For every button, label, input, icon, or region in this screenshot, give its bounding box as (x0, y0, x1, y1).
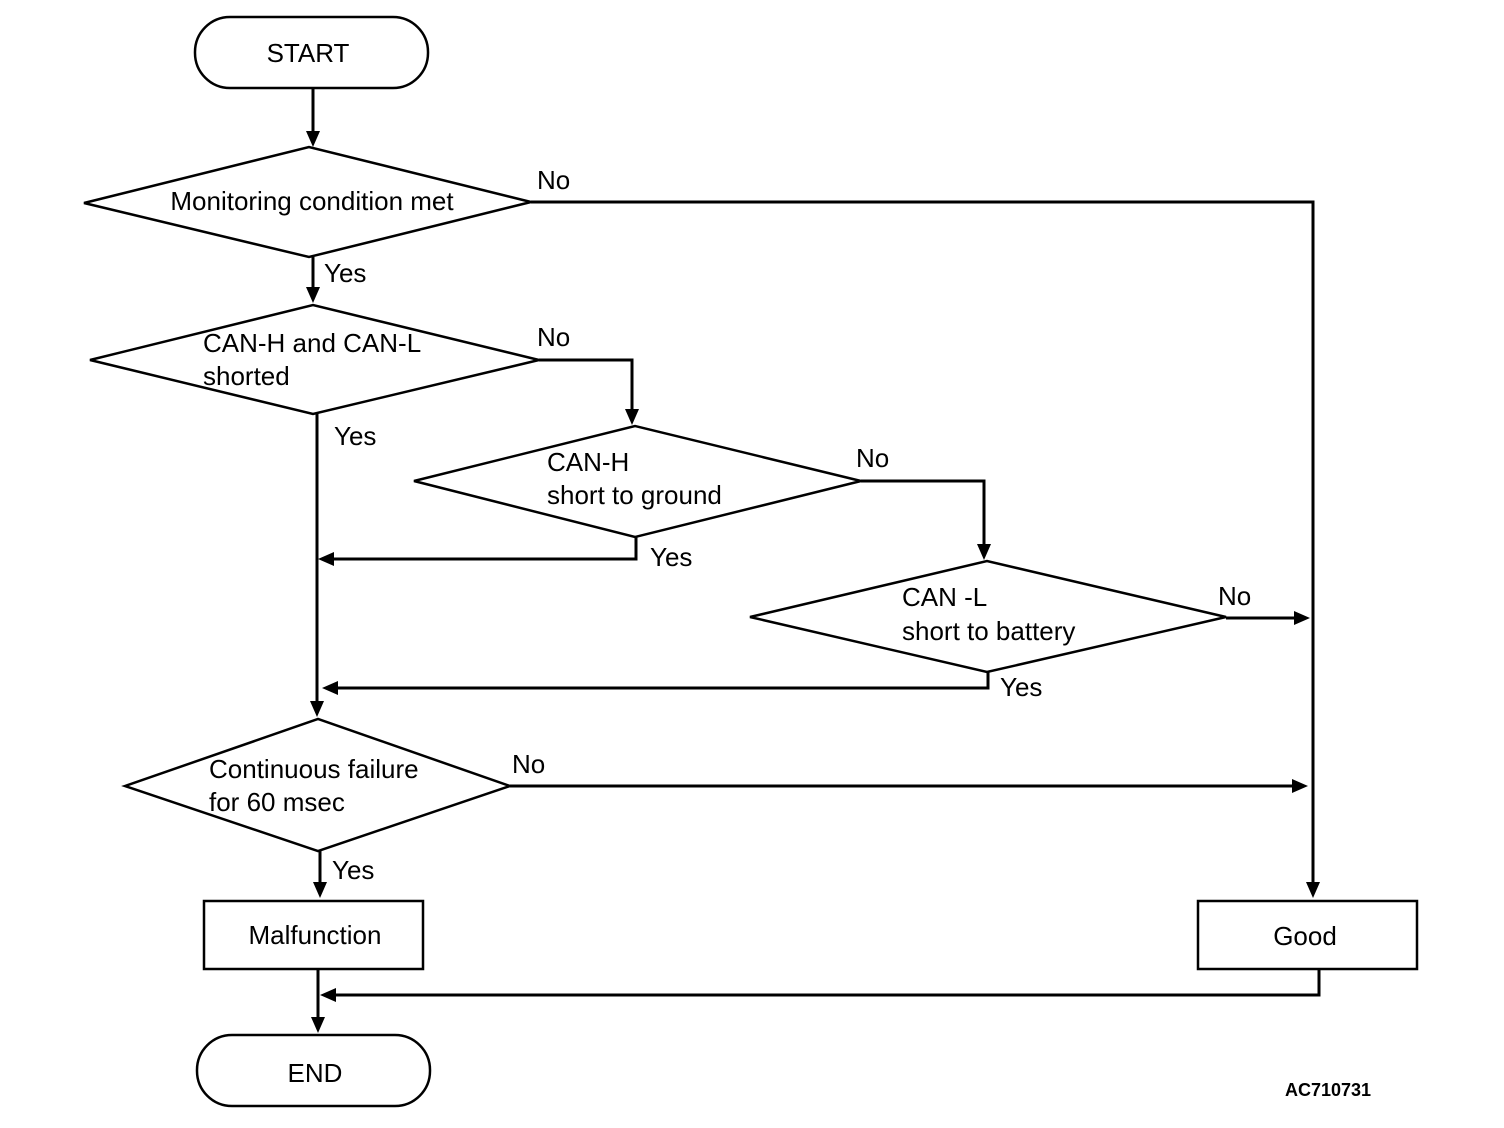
monitoring-yes-label: Yes (324, 258, 366, 288)
node-start: START (193, 15, 430, 90)
continuous-label-line1: Continuous failure (209, 754, 419, 784)
node-good: Good (1196, 899, 1419, 971)
connector-can-h-ground-yes (332, 536, 638, 561)
end-label: END (288, 1058, 343, 1088)
connector-can-shorted-no (539, 358, 634, 411)
connector-monitoring-no-to-good (531, 200, 1315, 884)
node-malfunction: Malfunction (202, 899, 425, 971)
connector-can-h-ground-no (861, 479, 986, 546)
figure-code: AC710731 (1285, 1080, 1371, 1100)
connector-lines (311, 88, 1321, 1019)
arrowhead-continuous-no-to-good-line (1292, 779, 1308, 793)
arrowhead-to-can-l-battery (977, 544, 991, 560)
arrowhead-good-to-end-merge (320, 988, 336, 1002)
start-label: START (267, 38, 350, 68)
can-h-ground-label-line1: CAN-H (547, 447, 629, 477)
terminal-shape-end (195, 1033, 432, 1108)
continuous-label-line2: for 60 msec (209, 787, 345, 817)
can-h-ground-yes-label: Yes (650, 542, 692, 572)
can-shorted-no-label: No (537, 322, 570, 352)
terminal-shape-start (193, 15, 430, 90)
arrowhead-can-l-yes-merge (322, 681, 338, 695)
node-end: END (195, 1033, 432, 1108)
arrowhead-to-can-h-ground (625, 409, 639, 425)
diamond-continuous (121, 717, 514, 853)
continuous-yes-label: Yes (332, 855, 374, 885)
arrowhead-to-malfunction (313, 882, 327, 898)
continuous-no-label: No (512, 749, 545, 779)
can-l-battery-no-label: No (1218, 581, 1251, 611)
diamond-can-h-ground (413, 424, 862, 539)
diamond-can-l-battery (749, 559, 1227, 674)
connector-good-to-end (334, 969, 1321, 997)
decision-monitoring: Monitoring condition met (83, 145, 532, 259)
monitoring-label: Monitoring condition met (170, 186, 454, 216)
arrowhead-can-h-yes-merge (318, 552, 334, 566)
can-l-battery-label-line2: short to battery (902, 616, 1075, 646)
good-label: Good (1273, 921, 1337, 951)
process-shape-good (1196, 899, 1419, 971)
arrowhead-to-good (1306, 882, 1320, 898)
process-shape-malfunction (202, 899, 425, 971)
malfunction-label: Malfunction (249, 920, 382, 950)
arrowhead-can-l-no-to-good-line (1294, 611, 1310, 625)
can-h-ground-no-label: No (856, 443, 889, 473)
can-l-battery-yes-label: Yes (1000, 672, 1042, 702)
branch-labels: No Yes No Yes No Yes No Yes No Yes (324, 165, 1251, 885)
can-shorted-label-line1: CAN-H and CAN-L (203, 328, 421, 358)
can-l-battery-label-line1: CAN -L (902, 582, 987, 612)
decision-can-h-ground: CAN-H short to ground (413, 424, 862, 539)
can-h-ground-label-line2: short to ground (547, 480, 722, 510)
arrowhead-to-can-shorted (306, 287, 320, 303)
arrowheads (306, 131, 1320, 1033)
decision-can-shorted: CAN-H and CAN-L shorted (89, 303, 540, 416)
can-shorted-yes-label: Yes (334, 421, 376, 451)
monitoring-no-label: No (537, 165, 570, 195)
decision-can-l-battery: CAN -L short to battery (749, 559, 1227, 674)
connector-can-l-battery-yes (336, 671, 990, 690)
arrowhead-to-continuous (310, 701, 324, 717)
can-shorted-label-line2: shorted (203, 361, 290, 391)
arrowhead-to-end (311, 1017, 325, 1033)
diamond-can-shorted (89, 303, 540, 416)
decision-continuous: Continuous failure for 60 msec (121, 717, 514, 853)
diamond-monitoring (83, 145, 532, 259)
arrowhead-to-monitoring (306, 131, 320, 147)
